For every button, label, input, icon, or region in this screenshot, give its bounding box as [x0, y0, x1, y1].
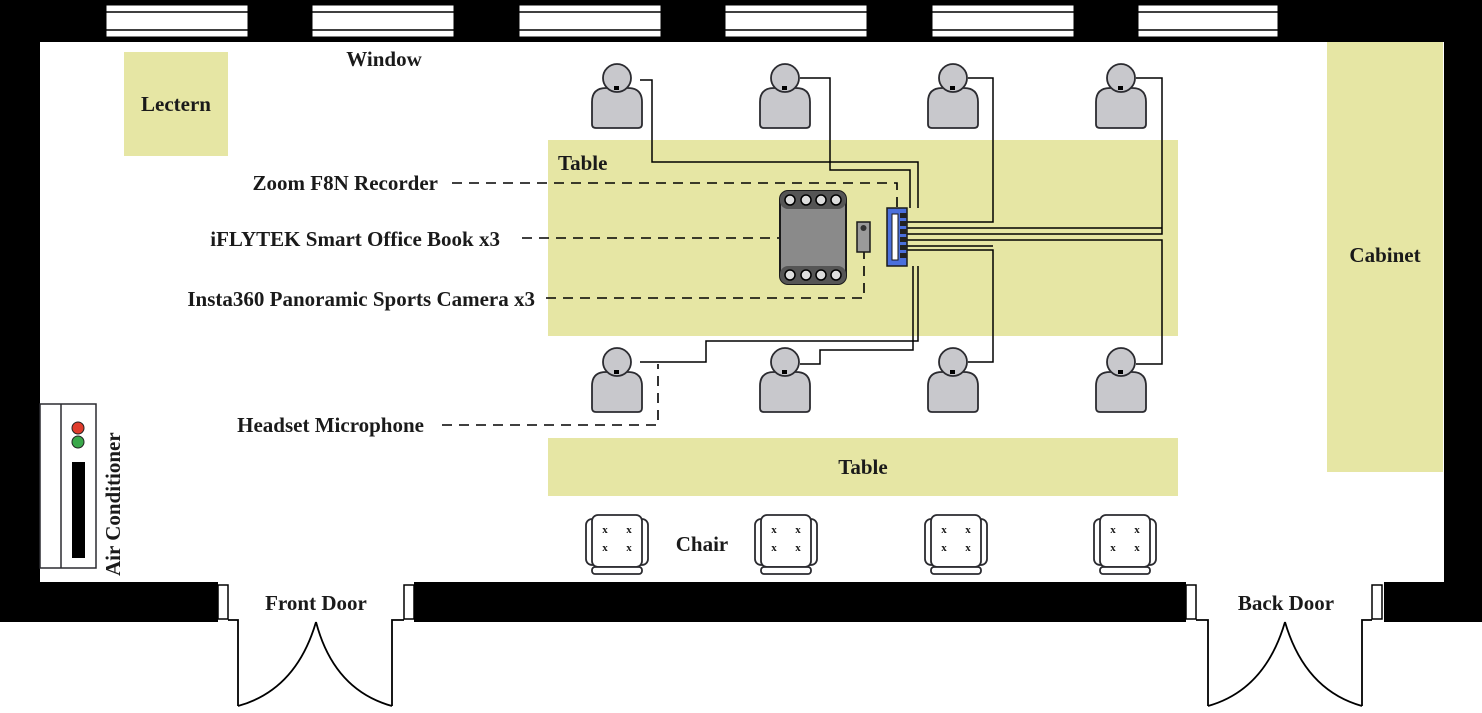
window-label: Window [346, 47, 422, 71]
person-headset-icon [927, 347, 979, 413]
chair-icon [754, 514, 818, 575]
person-headset-icon [759, 347, 811, 413]
table-bottom [548, 438, 1178, 496]
right-wall [1444, 0, 1482, 622]
cable-top-3 [907, 77, 994, 223]
camera-icon [856, 221, 871, 253]
front-door: Front Door [217, 584, 415, 707]
window-pane-1 [105, 4, 249, 38]
window-pane-3 [518, 4, 662, 38]
person-headset-icon [759, 63, 811, 129]
person-headset-icon [927, 63, 979, 129]
lectern-label: Lectern [141, 92, 211, 116]
lectern [124, 52, 228, 156]
cable-top-1 [640, 79, 919, 208]
window-pane-5 [931, 4, 1075, 38]
cable-bottom-4 [907, 239, 1163, 365]
cable-top-2 [800, 77, 911, 208]
bottom-wall-right [1384, 582, 1444, 622]
person-headset-icon [591, 63, 643, 129]
ac-red-indicator [71, 421, 85, 435]
window-pane-4 [724, 4, 868, 38]
left-wall [0, 0, 40, 622]
cable-bottom-3 [907, 249, 994, 363]
door-swing-icon [1196, 619, 1372, 707]
zoom-recorder-label: Zoom F8N Recorder [253, 171, 438, 195]
windows: Window [105, 4, 1279, 71]
door-swing-icon [228, 619, 404, 707]
leader-headset [442, 364, 659, 426]
leader-zoom [452, 182, 898, 208]
cabinet-label: Cabinet [1349, 243, 1420, 267]
chair-icon [585, 514, 649, 575]
cables [640, 77, 1163, 365]
leader-lines [442, 182, 898, 426]
bottom-wall-left [0, 582, 218, 622]
window-pane-2 [311, 4, 455, 38]
chair-icon [1093, 514, 1157, 575]
person-headset-icon [1095, 63, 1147, 129]
chair-icon [924, 514, 988, 575]
air-conditioner: Air Conditioner [39, 403, 125, 576]
cable-top-4 [907, 77, 1163, 235]
table-bottom-label: Table [838, 455, 887, 479]
annotations: Zoom F8N Recorder iFLYTEK Smart Office B… [187, 171, 535, 437]
recorder-icon [779, 190, 847, 285]
person-headset-icon [1095, 347, 1147, 413]
chair-label: Chair [676, 532, 729, 556]
cabinet [1327, 42, 1443, 472]
window-pane-6 [1137, 4, 1279, 38]
table-top-label: Table [558, 151, 607, 175]
cable-bottom-1 [640, 266, 919, 363]
furniture: Lectern Table Table Cabinet [124, 42, 1443, 496]
person-headset-icon [591, 347, 643, 413]
air-conditioner-label: Air Conditioner [101, 432, 125, 576]
ac-green-indicator [71, 435, 85, 449]
devices [779, 190, 908, 285]
back-door-label: Back Door [1238, 591, 1334, 615]
bottom-wall-middle [414, 582, 1186, 622]
cable-bottom-2 [800, 266, 914, 365]
hub-icon [886, 207, 908, 267]
front-door-label: Front Door [265, 591, 367, 615]
chairs: Chair [585, 514, 1157, 575]
insta-camera-label: Insta360 Panoramic Sports Camera x3 [187, 287, 535, 311]
iflytek-label: iFLYTEK Smart Office Book x3 [210, 227, 500, 251]
headset-mic-label: Headset Microphone [237, 413, 424, 437]
back-door: Back Door [1185, 584, 1383, 707]
leader-insta [546, 252, 865, 299]
